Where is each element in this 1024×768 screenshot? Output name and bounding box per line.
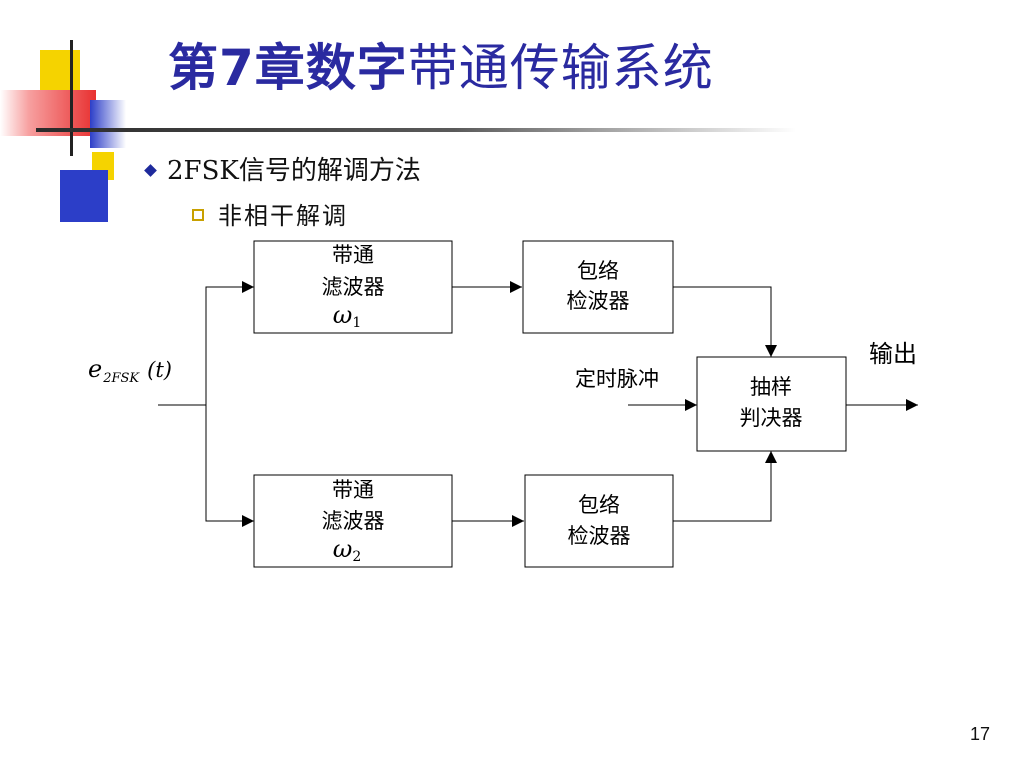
upper-bpf-line1: 带通 (332, 243, 374, 267)
title-underline (36, 128, 796, 132)
timing-pulse-label: 定时脉冲 (575, 367, 659, 391)
decision-block (696, 356, 847, 452)
upper-env-block (522, 240, 674, 334)
lower-env-line2: 检波器 (568, 524, 631, 548)
decision-line2: 判决器 (740, 406, 803, 430)
bullet-level2: 非相干解调 (192, 196, 348, 231)
decision-line1: 抽样 (750, 375, 792, 399)
lower-env-line1: 包络 (578, 493, 620, 517)
deco-blue-block (60, 170, 108, 222)
bullet-level1-text: 2FSK信号的解调方法 (167, 156, 421, 186)
title-rest-part: 带通传输系统 (407, 39, 714, 97)
upper-bpf-line2: 滤波器 (322, 275, 385, 299)
lower-bpf-line1: 带通 (332, 478, 374, 502)
upper-bpf-omega: ω1 (333, 301, 362, 331)
deco-blue-gradient-block (90, 100, 126, 148)
square-bullet-icon (192, 209, 204, 221)
lower-env-block (524, 474, 674, 568)
page-number: 17 (969, 724, 990, 744)
split-to-upper-bpf-line (205, 281, 254, 521)
slide-title: 第7章数字带通传输系统 (168, 28, 714, 100)
lower-env-to-decision-line (673, 451, 777, 522)
title-bold-part: 第7章数字 (168, 39, 408, 97)
split-to-lower-bpf-line (205, 405, 254, 527)
lower-bpf-omega: ω2 (333, 535, 362, 565)
bullet-level1: 2FSK信号的解调方法 (144, 150, 421, 187)
deco-vertical-line (70, 40, 73, 156)
input-signal-label: e2FSK(t) (88, 355, 172, 386)
lower-bpf-block (253, 474, 453, 568)
upper-env-line2: 检波器 (567, 289, 630, 313)
lower-bpf-line2: 滤波器 (322, 509, 385, 533)
upper-env-to-decision-line (673, 286, 777, 357)
output-label: 输出 (869, 340, 917, 368)
bullet-level2-text: 非相干解调 (218, 202, 348, 230)
upper-bpf-block (253, 240, 453, 334)
upper-env-line1: 包络 (577, 259, 619, 283)
